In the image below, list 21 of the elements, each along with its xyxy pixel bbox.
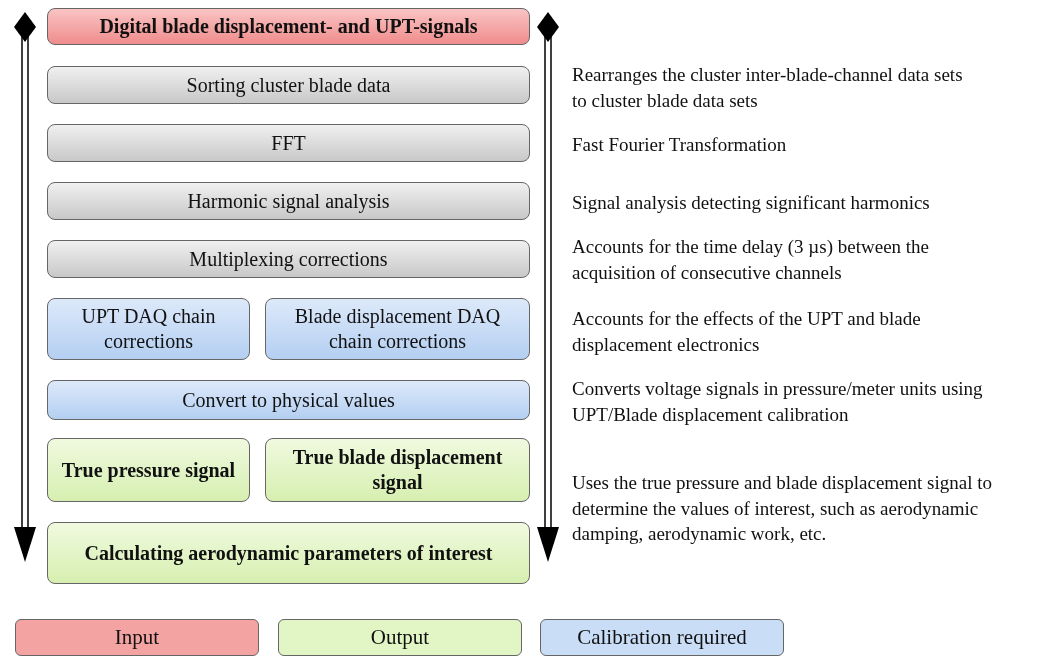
process-box: Harmonic signal analysis: [47, 182, 530, 220]
calibration-box: Convert to physical values: [47, 380, 530, 420]
step-description: Signal analysis detecting significant harmonics: [572, 191, 931, 215]
legend-swatch: Output: [278, 619, 522, 656]
output-box: Calculating aerodynamic parameters of interest: [47, 522, 530, 584]
process-box: Sorting cluster blade data: [47, 66, 530, 104]
input-box: Digital blade displacement- and UPT-signals: [47, 8, 530, 45]
calibration-box: UPT DAQ chain corrections: [47, 298, 250, 360]
process-box: Multiplexing corrections: [47, 240, 530, 278]
step-description: Fast Fourier Transformation: [572, 133, 788, 157]
process-box: FFT: [47, 124, 530, 162]
step-description: Accounts for the time delay (3 µs) between the acquisition of consecutive channels: [572, 235, 931, 285]
legend-swatch: Calibration required: [540, 619, 784, 656]
step-description: Accounts for the effects of the UPT and blade displacement electronics: [572, 307, 922, 357]
step-description: Uses the true pressure and blade displacement signal to determine the values of interest, such as aerodynamic damping, aerodynamic work, etc.: [572, 471, 993, 547]
calibration-box: Blade displacement DAQ chain corrections: [265, 298, 530, 360]
step-description: Rearranges the cluster inter-blade-channel data sets to cluster blade data sets: [572, 63, 964, 113]
output-box: True blade displacement signal: [265, 438, 530, 502]
step-description: Converts voltage signals in pressure/meter units using UPT/Blade displacement calibration: [572, 377, 984, 427]
legend-swatch: Input: [15, 619, 259, 656]
output-box: True pressure signal: [47, 438, 250, 502]
